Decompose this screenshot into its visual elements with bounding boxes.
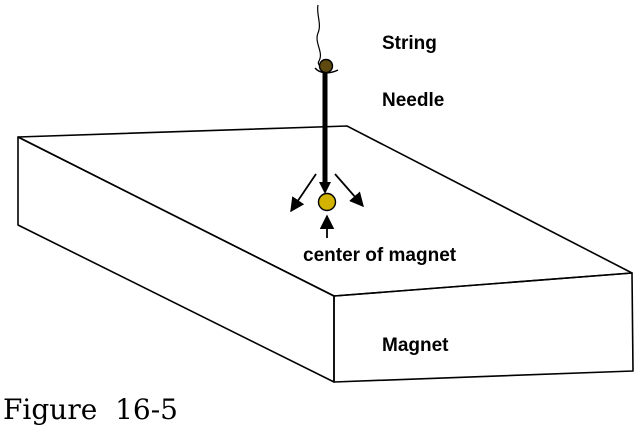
string-label: String bbox=[382, 33, 437, 54]
needle-label: Needle bbox=[382, 90, 445, 111]
magnet-label: Magnet bbox=[382, 335, 449, 356]
magnet-block bbox=[17, 125, 634, 383]
right-arrow bbox=[334, 173, 364, 208]
magnet-left-face bbox=[17, 136, 335, 383]
left-arrow bbox=[290, 173, 317, 213]
center-label: center of magnet bbox=[303, 245, 457, 266]
center-marker bbox=[317, 192, 337, 212]
string-knot bbox=[314, 67, 339, 74]
magnet-front-face bbox=[333, 272, 634, 383]
needle-tip bbox=[319, 182, 331, 194]
needle-head bbox=[318, 58, 334, 74]
string-thread bbox=[316, 4, 323, 68]
figure-caption: Figure 16-5 bbox=[3, 393, 178, 426]
